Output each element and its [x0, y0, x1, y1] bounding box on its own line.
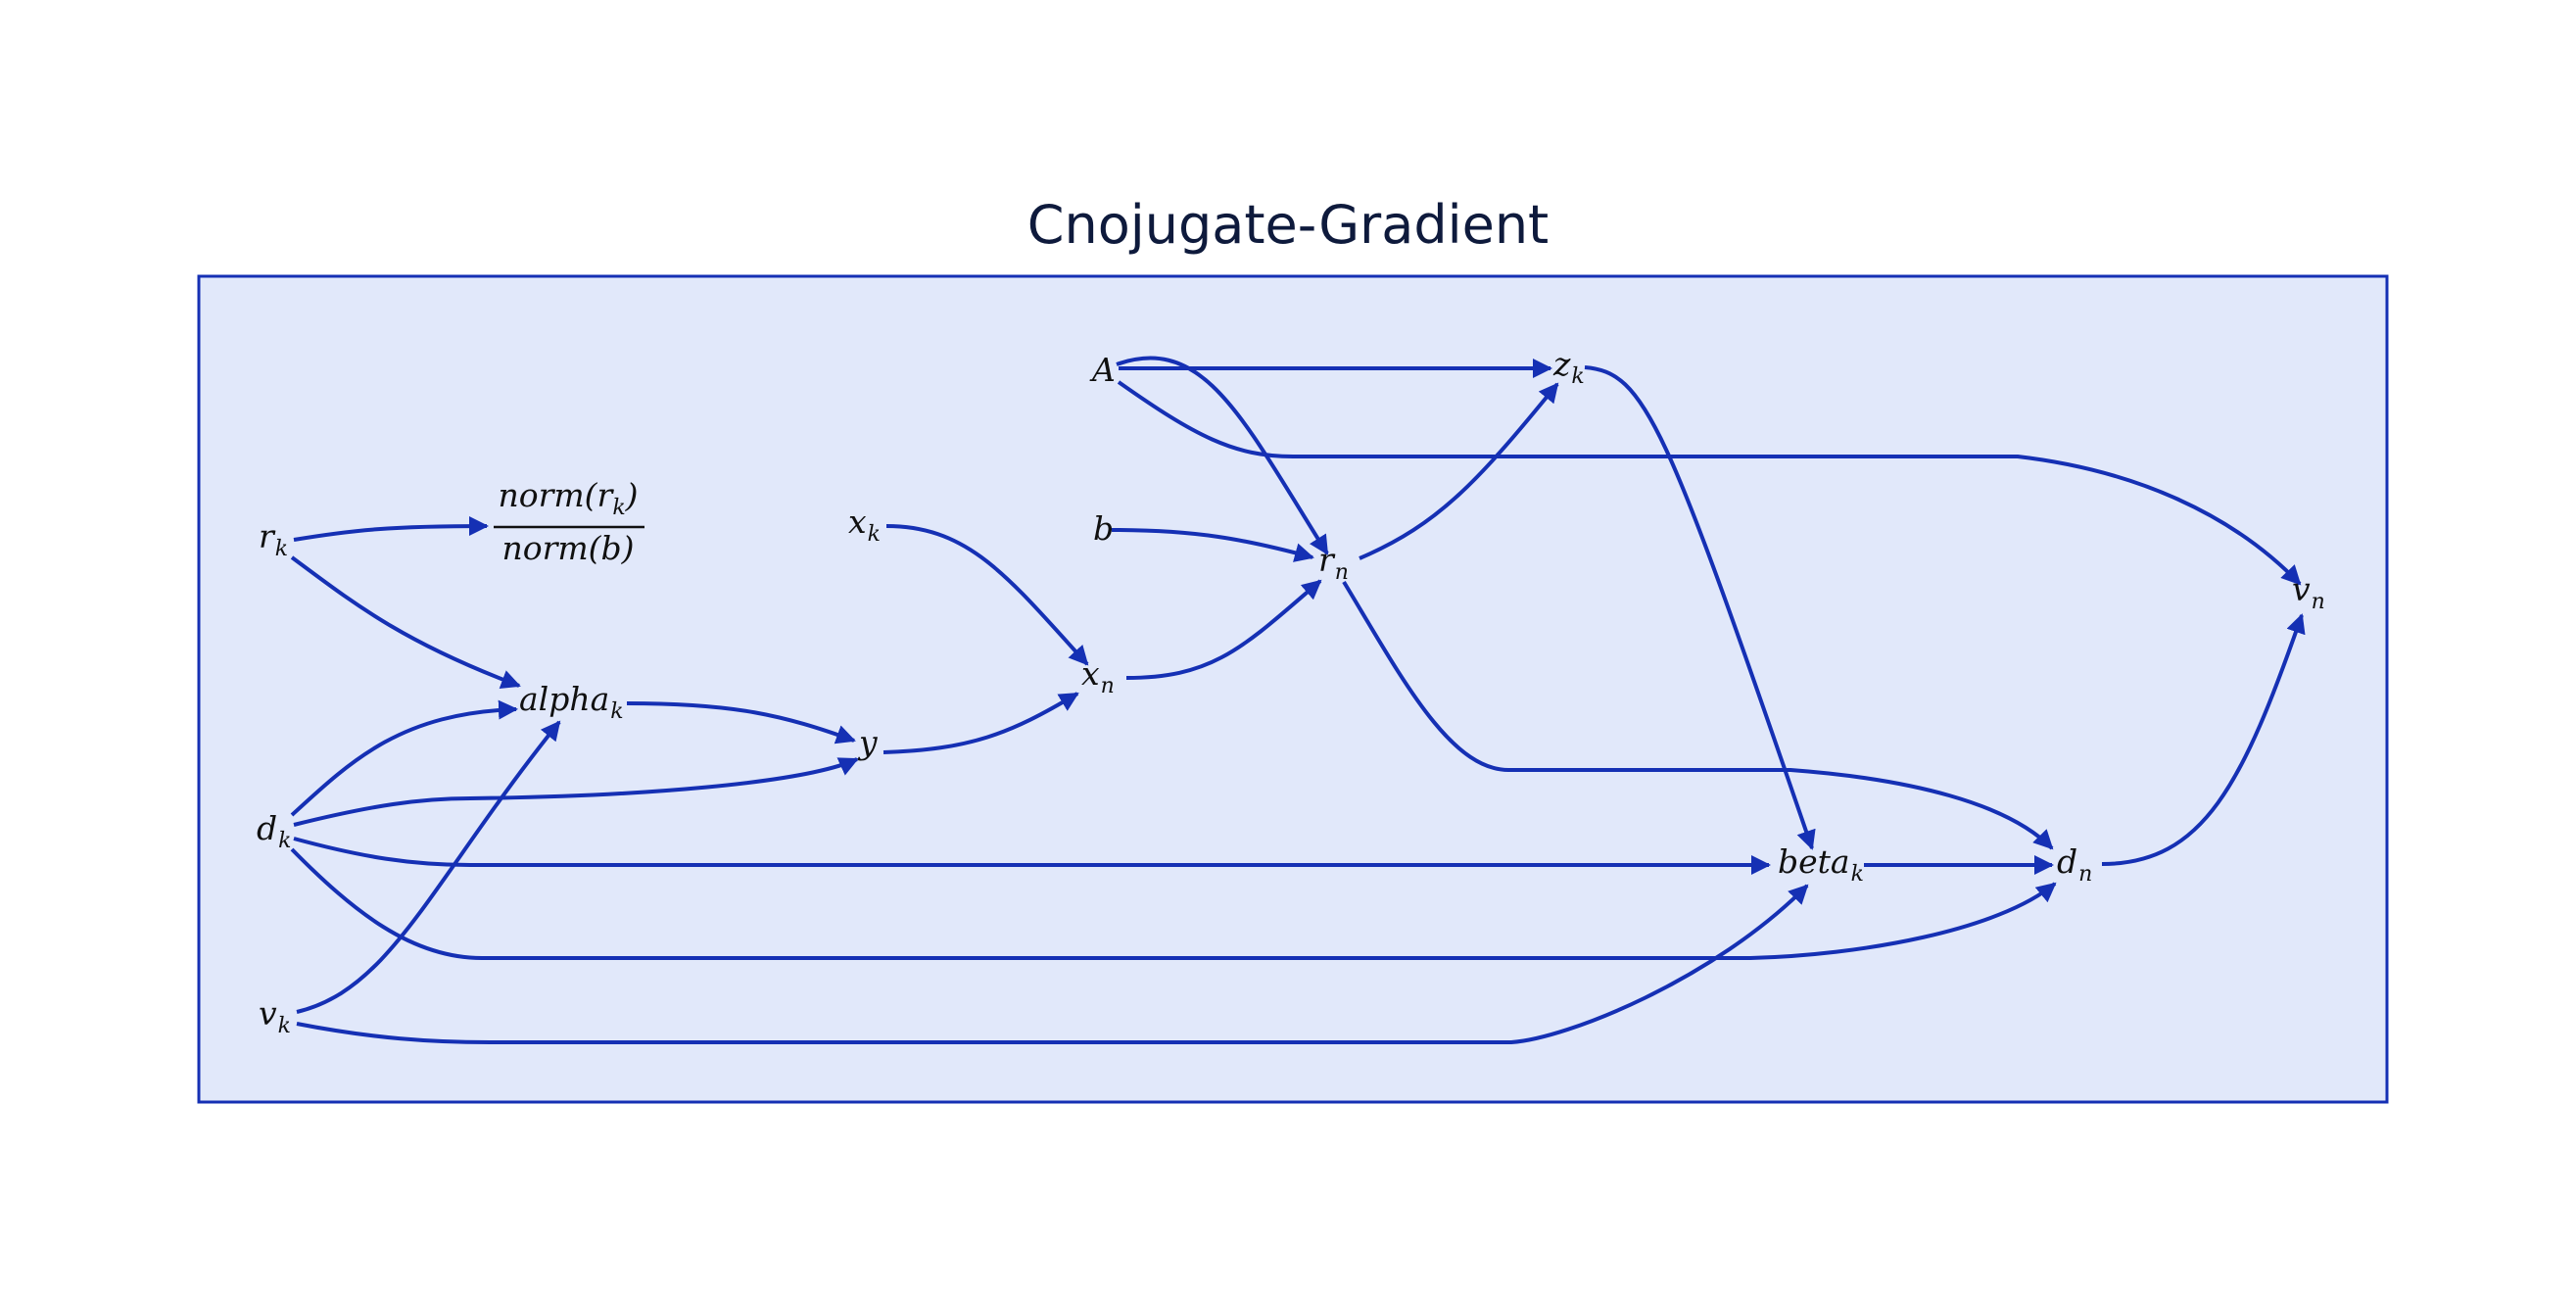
edge-rn-zk [1359, 382, 1559, 560]
edge-b-rn [1111, 528, 1314, 562]
edge-dk-betak [293, 837, 1771, 875]
edge-dk-alphak [290, 699, 518, 817]
edges-layer [290, 356, 2306, 1044]
node-dn: dn [2057, 842, 2092, 887]
node-a: A [1089, 351, 1116, 389]
edge-a-rn [1116, 356, 1329, 555]
edge-dn-vn [2101, 613, 2306, 866]
edge-rk-alphak [290, 555, 521, 690]
node-xn: xn [1081, 654, 1115, 698]
node-b: b [1093, 509, 1114, 548]
node-rn: rn [1318, 541, 1349, 585]
node-vk: vk [259, 994, 291, 1038]
nodes-layer: A zk xk b rn rk norm(rk) norm(b) vn xn [257, 345, 2325, 1038]
edge-xn-rn [1125, 579, 1322, 680]
edge-dk-dn [290, 847, 2057, 960]
diagram-title: Cnojugate-Gradient [1026, 194, 1550, 256]
edge-zk-betak [1584, 365, 1816, 850]
edge-rk-norm [293, 516, 489, 542]
edge-a-vn [1117, 380, 2302, 586]
node-alphak: alphak [519, 680, 624, 724]
edge-y-xn [883, 692, 1079, 754]
node-norm-fraction: norm(rk) norm(b) [494, 476, 644, 567]
edge-dk-y [293, 757, 859, 827]
edge-vk-alphak [296, 720, 561, 1014]
node-zk: zk [1552, 345, 1585, 389]
edge-rn-dn [1342, 580, 2054, 850]
node-y: y [857, 723, 878, 761]
node-rk: rk [259, 517, 288, 561]
edge-xk-xn [885, 524, 1089, 666]
node-dk: dk [257, 809, 291, 853]
norm-numerator: norm(rk) [498, 476, 638, 520]
node-xk: xk [848, 503, 881, 547]
cluster-box [197, 274, 2389, 1104]
edge-alphak-y [626, 701, 856, 745]
norm-denominator: norm(b) [501, 529, 634, 567]
node-betak: betak [1778, 842, 1864, 887]
node-vn: vn [2292, 570, 2325, 614]
